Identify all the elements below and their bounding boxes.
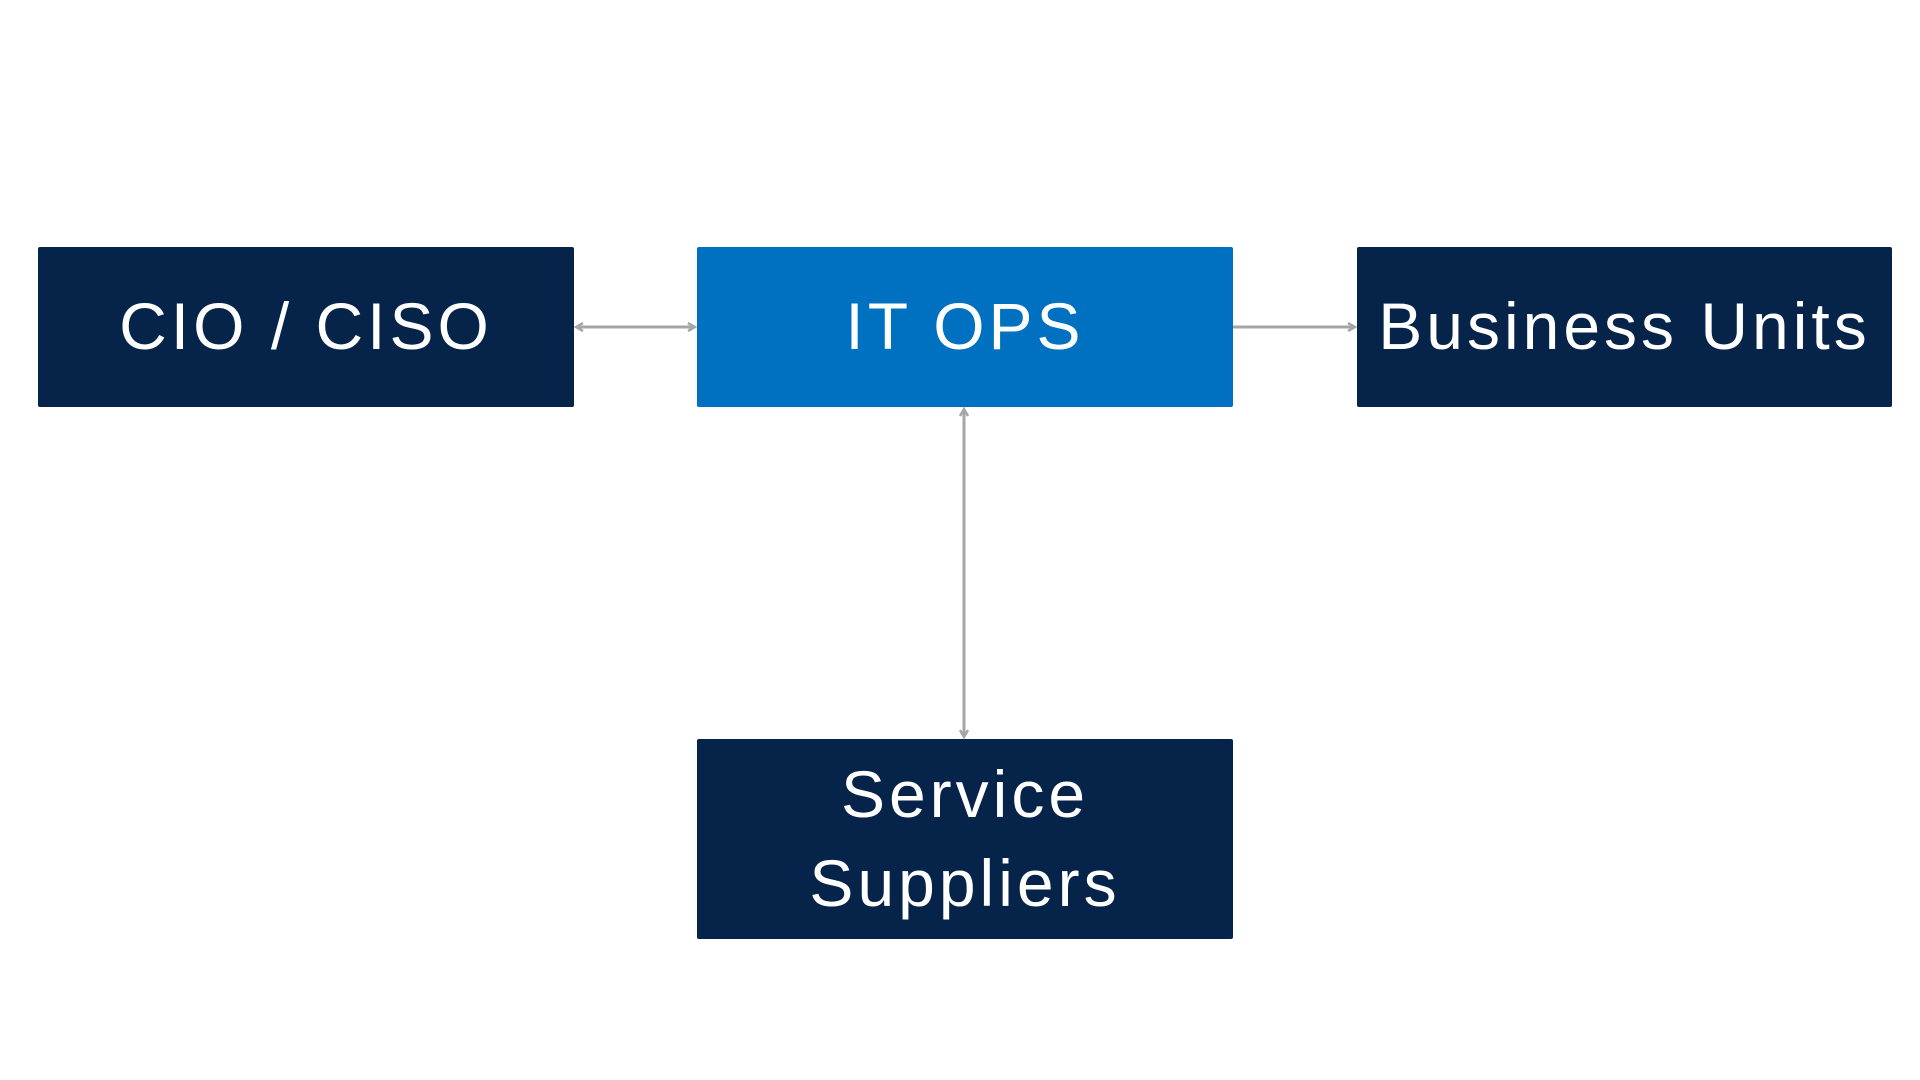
node-service-suppliers: Service Suppliers	[697, 739, 1233, 939]
node-it-ops-label: IT OPS	[845, 289, 1085, 364]
node-service-suppliers-label-line2: Suppliers	[809, 846, 1121, 920]
node-service-suppliers-label-line1: Service	[840, 756, 1090, 831]
node-business-units: Business Units	[1357, 247, 1892, 407]
node-it-ops: IT OPS	[697, 247, 1233, 407]
node-cio-ciso: CIO / CISO	[38, 247, 574, 407]
node-cio-ciso-label: CIO / CISO	[119, 289, 493, 364]
node-business-units-label: Business Units	[1378, 289, 1871, 364]
